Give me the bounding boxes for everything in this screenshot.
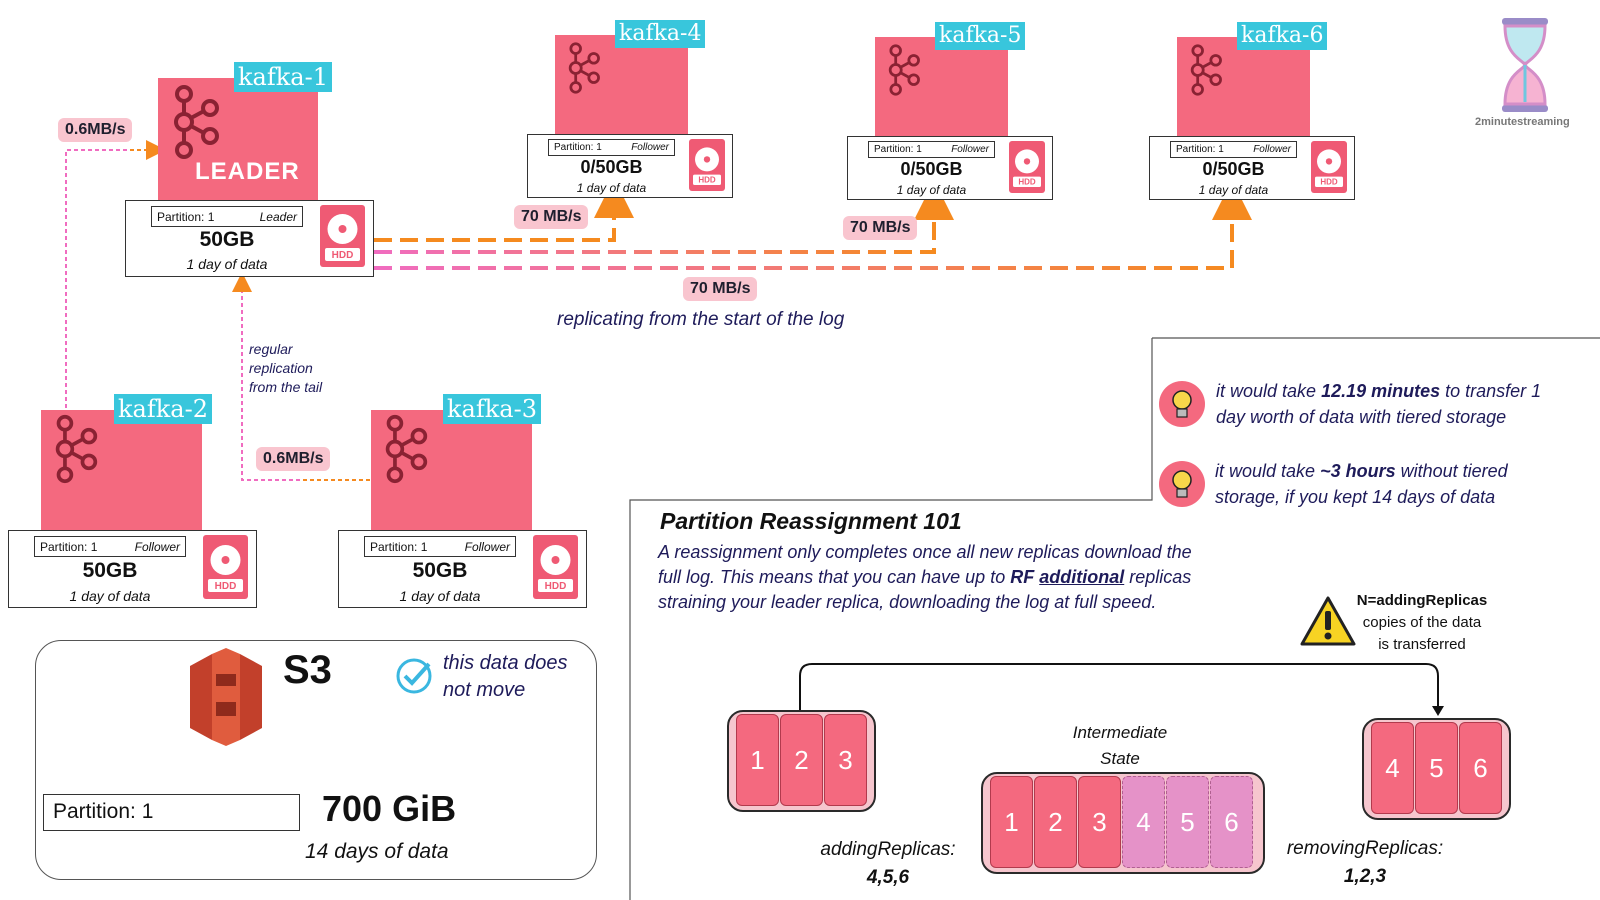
reassign-title: Partition Reassignment 101 [660,508,962,534]
kafka-logo-icon [568,42,600,94]
repl-line-kafka5 [374,200,936,254]
s3-partition-label: Partition: 1 [43,794,300,831]
replica-cell: 6 [1459,722,1502,814]
hdd-icon: HDD [320,205,365,267]
brand-name: 2minutestreaming [1475,116,1570,128]
partition-label-kafka-1: Partition: 1 Leader [151,206,303,227]
s3-title: S3 [283,648,332,692]
hdd-icon: HDD [689,139,725,191]
broker-name-kafka-5: kafka-5 [935,22,1026,50]
replica-cell: 5 [1415,722,1458,814]
svg-text:HDD: HDD [1018,178,1036,187]
replica-cell: 4 [1371,722,1414,814]
partition-label-kafka-6: Partition: 1 Follower [1170,141,1297,158]
rate-pill-kafka4: 70 MB/s [514,205,589,229]
size-kafka-2: 50GB [82,559,138,582]
repl-line-kafka4 [374,178,634,242]
broker-name-kafka-1: kafka-1 [234,62,332,92]
broker-name-kafka-4: kafka-4 [615,20,706,48]
broker-name-kafka-2: kafka-2 [114,394,212,424]
svg-text:HDD: HDD [698,176,716,185]
tail-line-kafka2 [65,149,156,408]
replica-cell-adding: 6 [1210,776,1253,868]
svg-text:HDD: HDD [215,581,237,592]
replica-cell: 2 [1034,776,1077,868]
warning-text: N=addingReplicas copies of the data is t… [1356,592,1488,653]
svg-text:HDD: HDD [332,250,354,261]
broker-name-kafka-6: kafka-6 [1237,22,1328,50]
kafka-logo-icon [385,414,428,484]
replica-cell: 3 [824,714,867,806]
replica-cell: 1 [990,776,1033,868]
days-kafka-4: 1 day of data [576,181,647,195]
partition-label-kafka-5: Partition: 1 Follower [868,141,995,158]
reassign-arrow [799,663,1439,712]
reassign-body: A reassignment only completes once all n… [658,542,1192,612]
replica-cell: 3 [1078,776,1121,868]
kafka-logo-icon [1190,44,1222,96]
rate-pill-tail-leader: 0.6MB/s [58,118,133,142]
rate-pill-tail-kafka3: 0.6MB/s [256,447,331,471]
replicating-caption: replicating from the start of the log [557,309,845,330]
warning-icon [1300,596,1356,646]
replica-cell: 2 [780,714,823,806]
svg-text:HDD: HDD [545,581,567,592]
s3-note: this data does not move [443,652,568,701]
partition-label-kafka-2: Partition: 1 Follower [34,536,186,557]
partition-label-kafka-3: Partition: 1 Follower [364,536,516,557]
hdd-icon: HDD [533,535,578,599]
regular-replication-caption: regular replication from the tail [249,341,323,395]
size-kafka-1: 50GB [199,228,255,251]
days-kafka-2: 1 day of data [69,588,151,604]
days-kafka-1: 1 day of data [186,256,268,272]
size-kafka-5: 0/50GB [900,159,963,179]
size-kafka-3: 50GB [412,559,468,582]
s3-panel [35,640,597,880]
kafka-logo-icon [55,414,98,484]
hdd-icon: HDD [1009,141,1045,193]
lightbulb-icon [1159,461,1205,507]
adding-replicas-label: addingReplicas: 4,5,6 [820,839,956,888]
lightbulb-icon [1159,381,1205,427]
intermediate-state-label: Intermediate State [1072,723,1168,768]
tip-2: it would take ~3 hours without tiered st… [1215,461,1508,507]
s3-days: 14 days of data [305,840,449,863]
days-kafka-3: 1 day of data [399,588,481,604]
leader-badge: LEADER [195,158,300,185]
replica-cell: 1 [736,714,779,806]
s3-size: 700 GiB [322,788,457,829]
checkmark-icon [396,658,432,694]
tip-1: it would take 12.19 minutes to transfer … [1216,381,1542,427]
partition-label-kafka-4: Partition: 1 Follower [548,139,675,156]
hdd-icon: HDD [203,535,248,599]
removing-replicas-label: removingReplicas: 1,2,3 [1286,838,1444,887]
repl-line-kafka6 [374,200,1234,270]
days-kafka-6: 1 day of data [1198,183,1269,197]
hdd-icon: HDD [1311,141,1347,193]
svg-text:HDD: HDD [1320,178,1338,187]
rate-pill-kafka5: 70 MB/s [843,216,918,240]
rate-pill-kafka6: 70 MB/s [683,277,758,301]
brand-hourglass-icon [1502,18,1548,112]
kafka-logo-icon [888,44,920,96]
s3-bucket-icon [190,648,262,746]
size-kafka-4: 0/50GB [580,157,643,177]
replica-cell-adding: 5 [1166,776,1209,868]
tips-frame [629,337,1600,900]
replica-cell-adding: 4 [1122,776,1165,868]
broker-name-kafka-3: kafka-3 [443,394,541,424]
days-kafka-5: 1 day of data [896,183,967,197]
kafka-logo-icon [174,85,219,159]
size-kafka-6: 0/50GB [1202,159,1265,179]
